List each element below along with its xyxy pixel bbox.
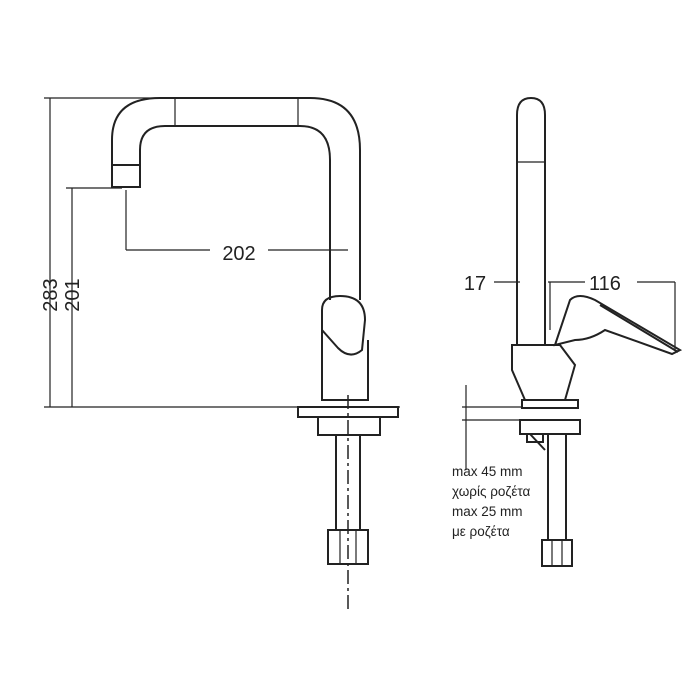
front-view: 202 283 201 [40,97,400,612]
note-line: με ροζέτα [452,524,510,539]
dim-spout-reach: 202 [222,243,255,265]
note-line: χωρίς ροζέτα [452,484,531,499]
dim-handle-reach: 116 [589,273,621,295]
side-view: 17 116 [462,96,683,567]
dim-spout-height: 201 [62,278,84,311]
dim-side-offset: 17 [464,273,486,295]
note-line: max 25 mm [452,504,523,519]
dim-total-height: 283 [40,278,62,311]
note-line: max 45 mm [452,464,523,479]
installation-notes: max 45 mm χωρίς ροζέτα max 25 mm με ροζέ… [452,462,530,542]
